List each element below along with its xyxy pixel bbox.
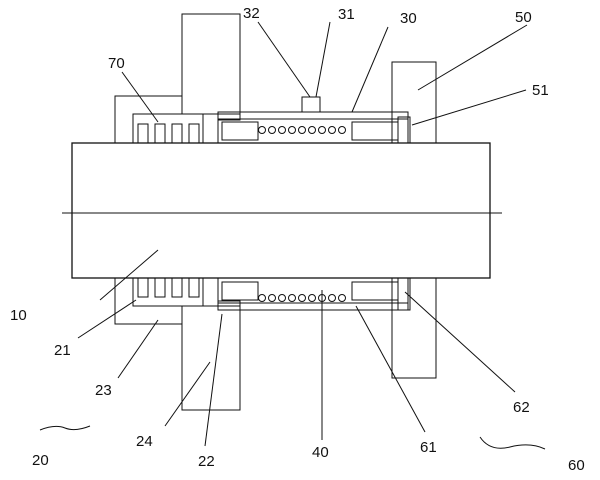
label-21: 21	[54, 342, 71, 359]
label-30: 30	[400, 10, 417, 27]
label-62: 62	[513, 399, 530, 416]
label-24: 24	[136, 433, 153, 450]
sleeve-outer-wall-upper	[217, 111, 409, 120]
seal-ring-lower-right	[351, 281, 399, 301]
sleeve-lower	[217, 277, 409, 311]
label-31: 31	[338, 6, 355, 23]
gland-lower	[391, 277, 437, 379]
ball-row-upper	[258, 126, 346, 134]
label-32: 32	[243, 5, 260, 22]
label-51: 51	[532, 82, 549, 99]
sleeve-upper	[217, 111, 409, 144]
seal-ring-lower-left	[221, 281, 259, 301]
label-40: 40	[312, 444, 329, 461]
gland-upper	[391, 61, 437, 144]
seal-ring-upper-left	[221, 121, 259, 141]
retaining-ring-lower	[397, 277, 411, 311]
labyrinth-seal-upper	[132, 113, 204, 144]
labyrinth-teeth-upper	[137, 123, 200, 143]
ball-row-lower	[258, 294, 346, 302]
flange-plate-upper	[181, 13, 241, 115]
label-70: 70	[108, 55, 125, 72]
flange-plate-lower	[181, 305, 241, 411]
label-22: 22	[198, 453, 215, 470]
labyrinth-teeth-lower	[137, 278, 200, 298]
sleeve-outer-wall-lower	[217, 302, 409, 311]
label-60: 60	[568, 457, 585, 474]
shaft	[71, 142, 491, 279]
label-20: 20	[32, 452, 49, 469]
label-23: 23	[95, 382, 112, 399]
label-61: 61	[420, 439, 437, 456]
label-10: 10	[10, 307, 27, 324]
leader-lines	[39, 21, 546, 450]
labyrinth-seal-lower	[132, 277, 204, 307]
label-50: 50	[515, 9, 532, 26]
seal-ring-upper-right	[351, 121, 399, 141]
boss-upper	[301, 96, 321, 113]
